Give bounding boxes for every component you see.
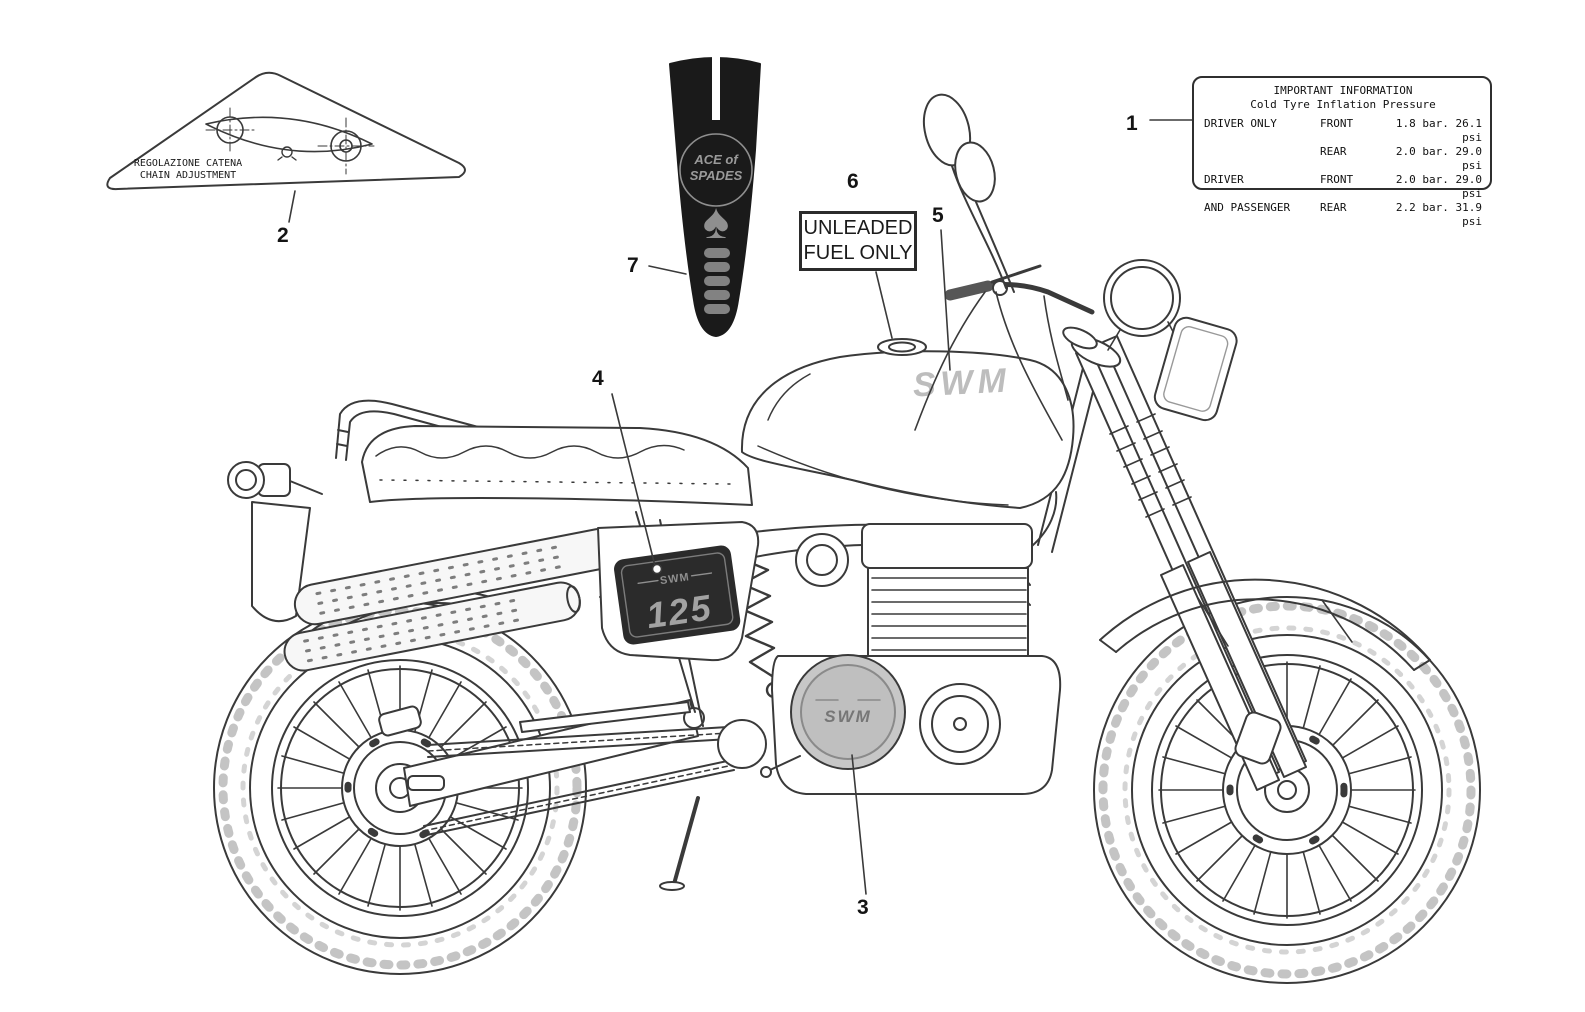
carburetor	[795, 533, 849, 587]
callout-3: 3	[857, 896, 869, 919]
rear-rack	[335, 399, 483, 461]
spade-icon: ♠	[703, 193, 730, 249]
fuel-cap	[877, 338, 927, 356]
side-panel-brand: SWM	[659, 571, 690, 587]
tyre-pressure-label: IMPORTANT INFORMATION Cold Tyre Inflatio…	[1192, 76, 1492, 228]
callout-4: 4	[592, 367, 604, 390]
kickstand	[672, 796, 700, 886]
chain-adjustment-label	[106, 71, 466, 191]
chain-adjustment-text: REGOLAZIONE CATENA CHAIN ADJUSTMENT	[133, 158, 243, 181]
leader-6	[875, 271, 893, 339]
callout-7: 7	[627, 254, 639, 277]
cylinder-head	[861, 523, 1033, 569]
leader-2	[288, 190, 296, 223]
cooling-fins	[871, 577, 1027, 651]
pressure-row: REAR 2.0 bar. 29.0 psi	[1320, 145, 1482, 172]
pressure-row: AND PASSENGER REAR 2.2 bar. 31.9 psi	[1204, 201, 1482, 228]
front-number-board	[1153, 316, 1238, 422]
cables	[914, 291, 1069, 441]
pressure-table: DRIVER ONLY FRONT 1.8 bar. 26.1 psi REAR…	[1204, 117, 1482, 229]
callout-5: 5	[932, 204, 944, 227]
side-panel-decal: SWM 125	[614, 545, 741, 645]
chain-guard	[519, 701, 691, 733]
fork-gaiters	[1109, 413, 1192, 518]
leader-7	[648, 265, 687, 275]
engine-cover-decal: SWM	[790, 654, 906, 770]
front-end-controls	[914, 93, 1238, 441]
engine-cover-logo: SWM	[824, 707, 872, 726]
rear-wheel	[213, 601, 587, 975]
pressure-row: DRIVER ONLY FRONT 1.8 bar. 26.1 psi	[1204, 117, 1482, 144]
front-wheel	[1093, 596, 1481, 984]
mirror-lower	[954, 141, 996, 203]
pressure-title: IMPORTANT INFORMATION	[1273, 84, 1413, 97]
front-sprocket-cover	[717, 719, 767, 769]
tank-pad-decal: ACE of SPADES ♠	[669, 54, 761, 337]
callout-2: 2	[277, 224, 289, 247]
callout-leader-lines	[288, 119, 1195, 895]
tank-pad-line2: SPADES	[690, 168, 743, 183]
tank-pad-line1: ACE of	[693, 152, 739, 167]
rear-mudflap	[251, 501, 311, 623]
headlight	[1103, 259, 1181, 337]
swingarm-and-chain	[403, 699, 735, 837]
tail-lamp-lens	[227, 461, 265, 499]
pressure-row: DRIVER FRONT 2.0 bar. 29.0 psi	[1204, 173, 1482, 200]
front-fork	[1070, 335, 1307, 791]
clutch-lever	[990, 264, 1042, 284]
unleaded-line1: UNLEADED	[803, 217, 913, 239]
cylinder-block	[867, 567, 1029, 657]
callout-1: 1	[1126, 112, 1138, 135]
unleaded-line2: FUEL ONLY	[803, 242, 913, 264]
seat	[361, 425, 753, 506]
fuel-tank: SWM	[740, 338, 1075, 509]
unleaded-fuel-label: UNLEADED FUEL ONLY	[799, 211, 917, 271]
leader-5	[940, 229, 951, 371]
leader-4-dot	[651, 563, 663, 575]
rear-brake-caliper	[378, 705, 422, 737]
leader-3	[851, 754, 867, 895]
front-brake-caliper	[1234, 711, 1282, 765]
tank-pad-grip-bars	[704, 248, 730, 314]
engine: SWM	[659, 491, 1062, 891]
front-fender	[1099, 578, 1431, 671]
left-grip	[944, 280, 994, 301]
side-panel: SWM 125	[597, 521, 760, 662]
pressure-subtitle: Cold Tyre Inflation Pressure	[1250, 98, 1436, 111]
leader-4	[611, 393, 656, 567]
callout-6: 6	[847, 170, 859, 193]
side-panel-model: 125	[644, 586, 715, 636]
